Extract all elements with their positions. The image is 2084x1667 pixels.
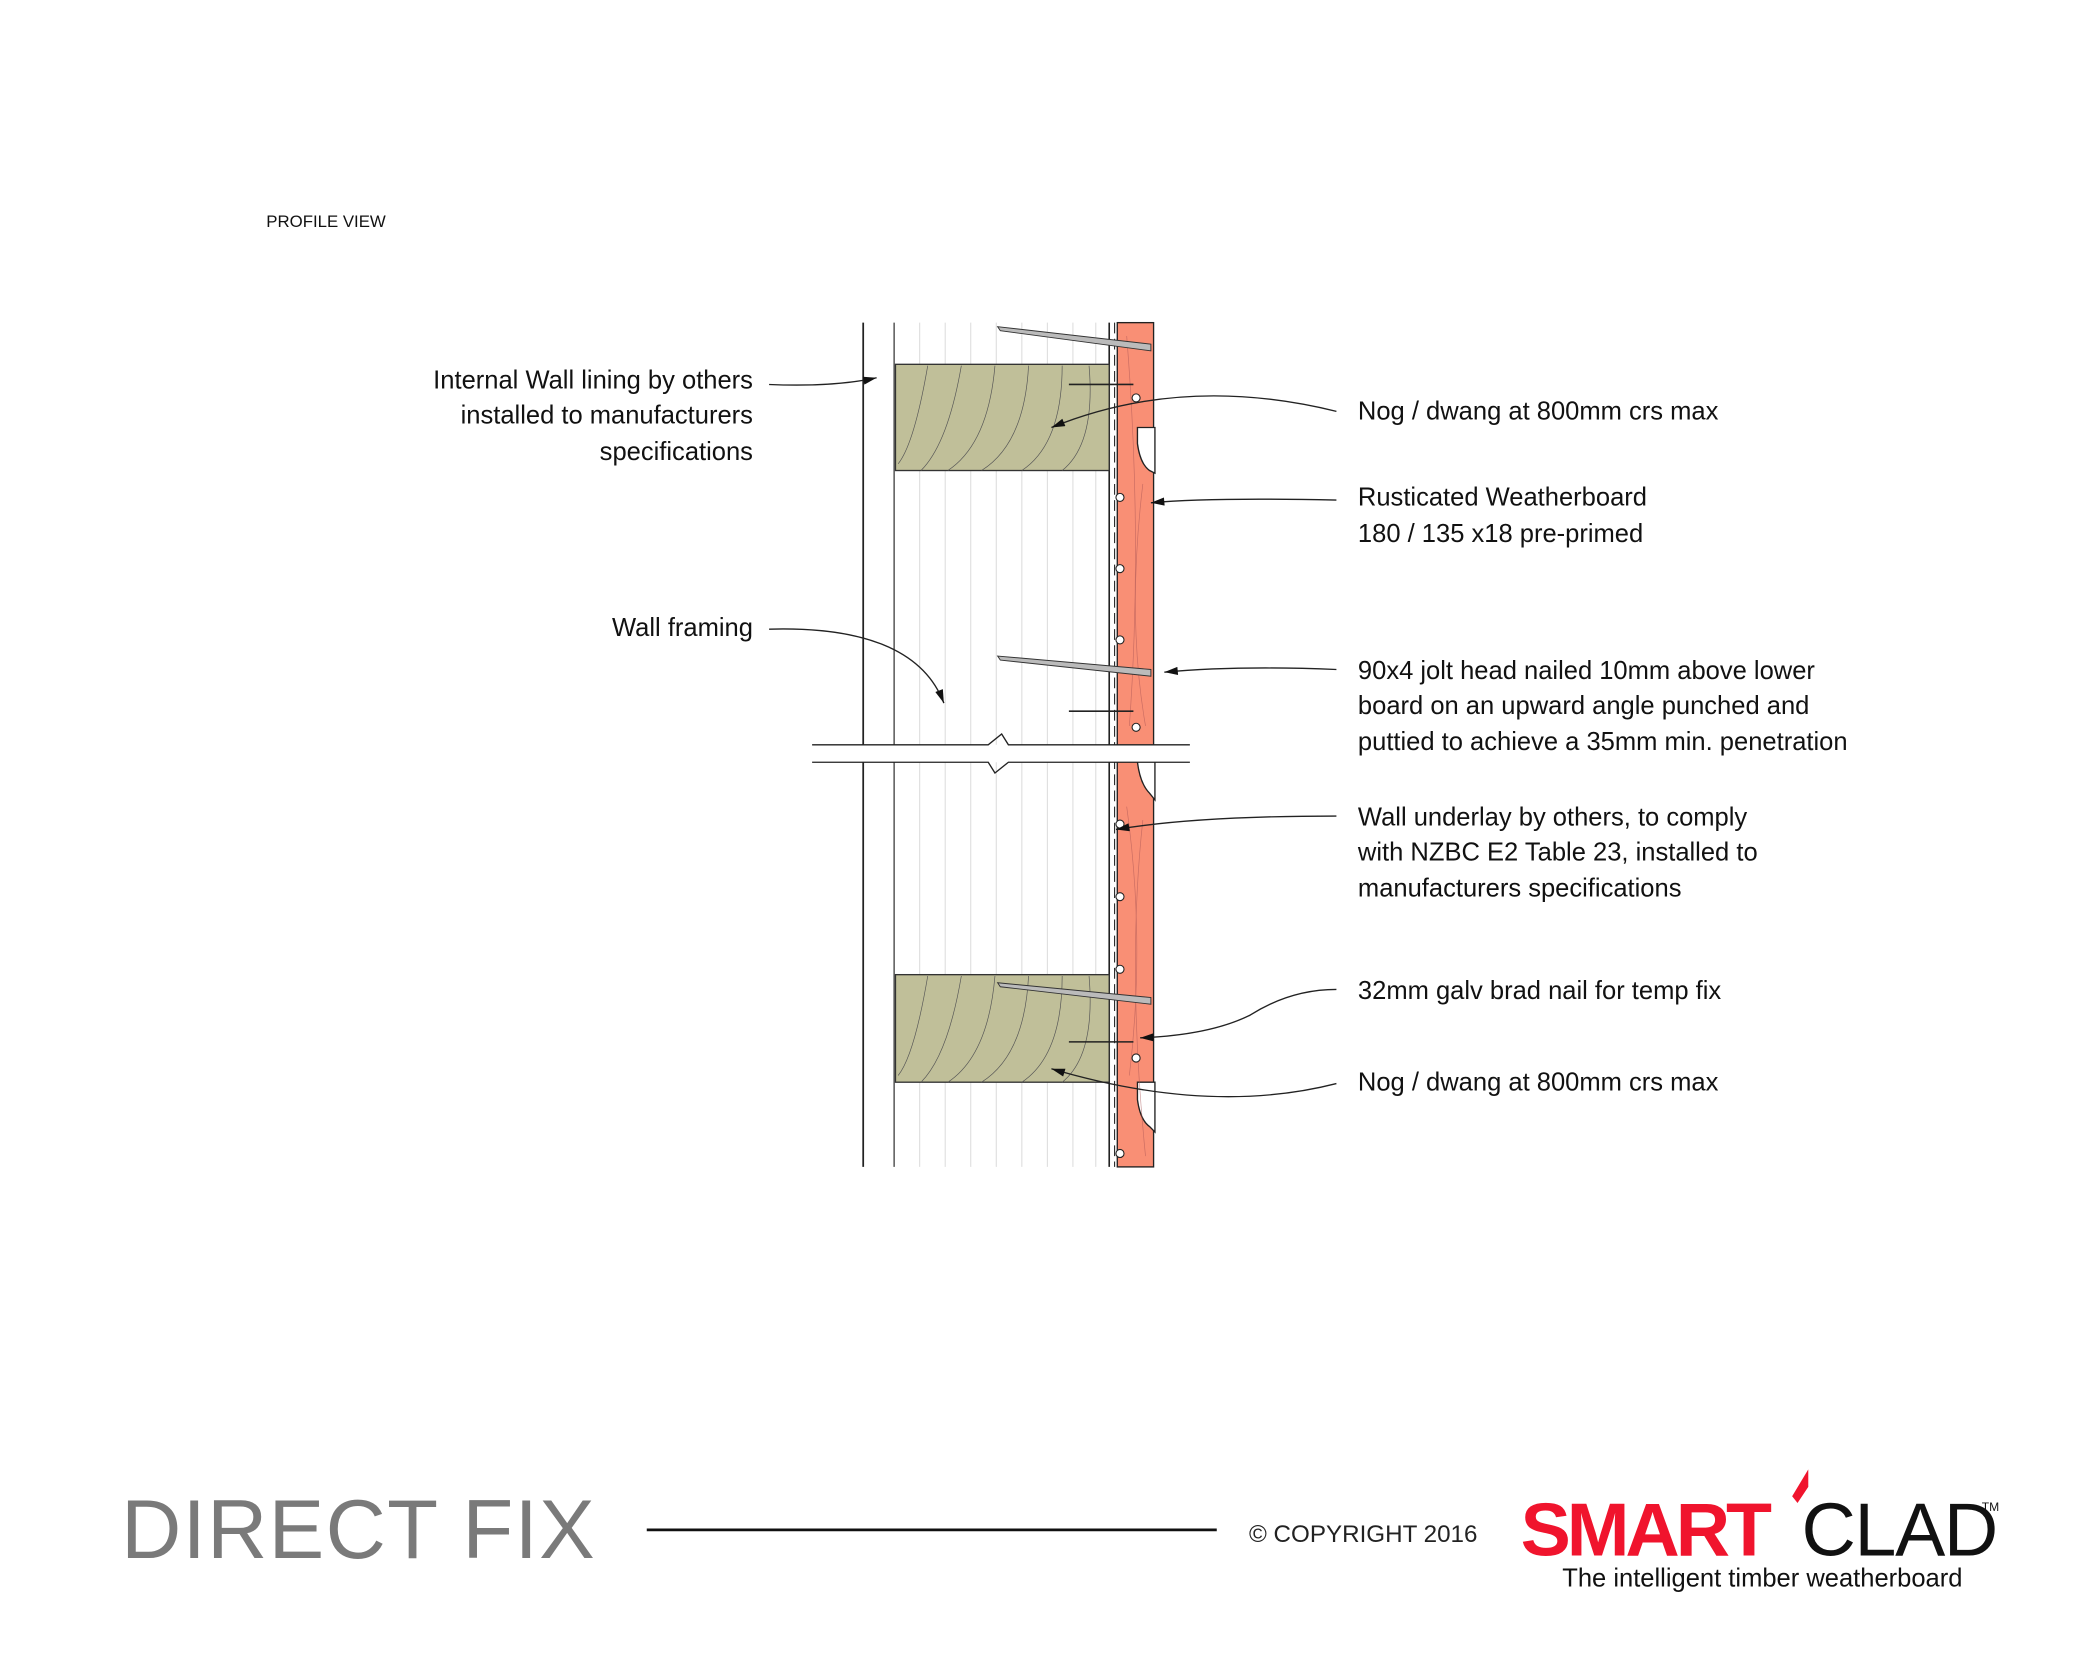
label-internal-wall-lining: Internal Wall lining by others installed… <box>433 367 753 466</box>
leader-lines <box>769 376 1337 1098</box>
svg-text:specifications: specifications <box>600 438 753 466</box>
svg-text:Internal Wall lining by others: Internal Wall lining by others <box>433 367 753 395</box>
svg-text:90x4 jolt head nailed 10mm abo: 90x4 jolt head nailed 10mm above lower <box>1358 657 1816 685</box>
wall-section <box>806 321 1197 1168</box>
label-wall-framing: Wall framing <box>612 614 753 642</box>
svg-text:CLAD: CLAD <box>1802 1487 1997 1571</box>
label-nog-bottom: Nog / dwang at 800mm crs max <box>1358 1068 1719 1096</box>
svg-text:installed to manufacturers: installed to manufacturers <box>461 401 753 429</box>
svg-text:with NZBC E2 Table 23, install: with NZBC E2 Table 23, installed to <box>1357 838 1758 866</box>
label-nog-top: Nog / dwang at 800mm crs max <box>1358 397 1719 425</box>
svg-text:manufacturers specifications: manufacturers specifications <box>1358 875 1682 903</box>
copyright: © COPYRIGHT 2016 <box>1249 1521 1477 1548</box>
brad-nails <box>1068 383 1134 1043</box>
smartclad-logo: SMART CLAD TM The intelligent timber wea… <box>1521 1469 1999 1592</box>
view-label: PROFILE VIEW <box>266 212 386 231</box>
svg-text:Rusticated Weatherboard: Rusticated Weatherboard <box>1358 483 1647 511</box>
label-jolt-nail: 90x4 jolt head nailed 10mm above lower b… <box>1358 657 1848 756</box>
break-line-bottom <box>812 761 1190 775</box>
svg-text:puttied to achieve a 35mm min.: puttied to achieve a 35mm min. penetrati… <box>1358 728 1848 756</box>
label-weatherboard: Rusticated Weatherboard 180 / 135 x18 pr… <box>1358 483 1647 547</box>
svg-text:SMART: SMART <box>1521 1487 1772 1571</box>
break-line-top <box>812 733 1190 746</box>
jolt-nails <box>996 326 1152 1005</box>
svg-text:Wall underlay by others, to co: Wall underlay by others, to comply <box>1358 803 1748 831</box>
svg-text:The intelligent timber weather: The intelligent timber weatherboard <box>1562 1564 1962 1592</box>
svg-text:TM: TM <box>1982 1500 1999 1514</box>
logo-accent-icon <box>1792 1469 1809 1503</box>
label-wall-underlay: Wall underlay by others, to comply with … <box>1357 803 1758 902</box>
svg-text:180 / 135 x18 pre-primed: 180 / 135 x18 pre-primed <box>1358 520 1643 548</box>
label-brad-nail: 32mm galv brad nail for temp fix <box>1358 977 1721 1005</box>
nog-top <box>894 363 1110 472</box>
svg-text:board on an upward angle punch: board on an upward angle punched and <box>1358 692 1809 720</box>
drawing-title: DIRECT FIX <box>121 1483 596 1576</box>
